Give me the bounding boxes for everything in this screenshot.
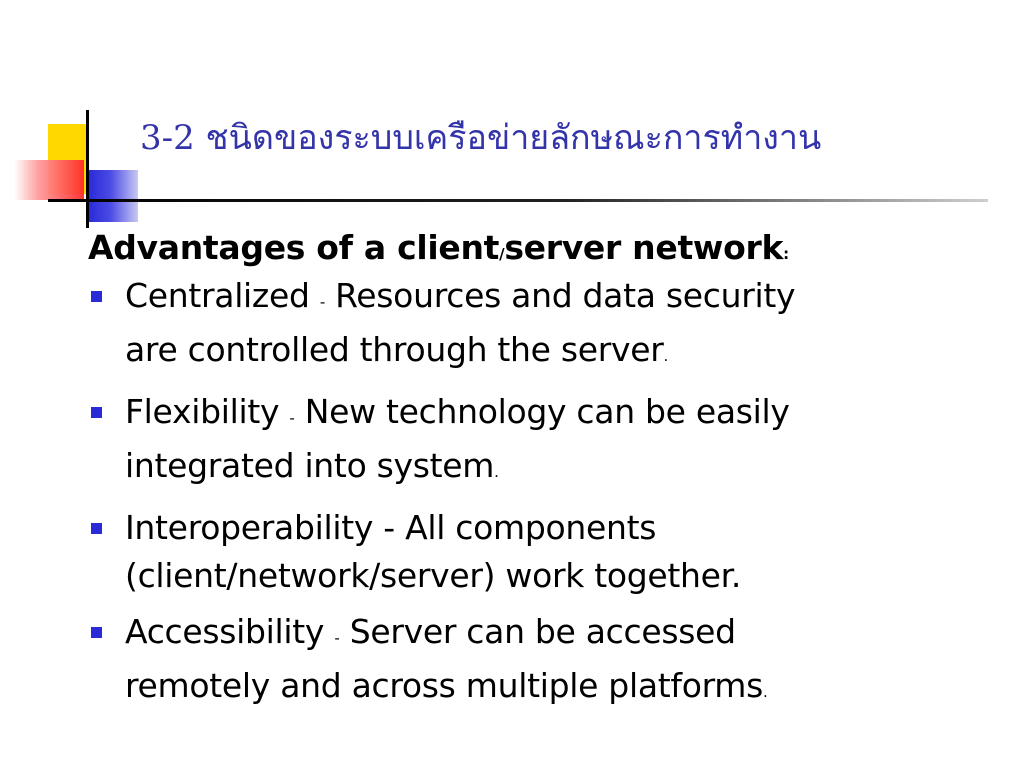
title-underline [48,199,988,202]
bullet-term: Centralized [125,275,310,315]
bullet-dash: - [334,628,340,647]
square-bullet-icon [91,290,102,302]
bullet-line-2: are controlled through the server. [125,326,988,380]
bullet-text: Server can be accessed [349,611,736,651]
bullet-dash: - [289,408,295,427]
bullet-term: Flexibility [125,391,280,431]
bullet-text: New technology can be easily [304,391,790,431]
bullet-line-2: (client/network/server) work together. [125,552,988,600]
bullet-term: Accessibility [125,611,325,651]
slide-title: 3-2 ชนิดของระบบเครือข่ายลักษณะการทำงาน [140,118,822,158]
square-bullet-icon [91,406,102,418]
list-item: Accessibility - Server can be accessed r… [88,608,988,716]
list-item: Flexibility - New technology can be easi… [88,388,988,496]
bullet-text-continued: are controlled through the server [125,329,664,369]
heading-part2: server network [504,228,784,267]
bullet-period: . [494,462,499,481]
bullet-line-1: Centralized - Resources and data securit… [125,272,988,326]
bullet-line-2: integrated into system. [125,442,988,496]
content-heading: Advantages of a client/server network: [88,228,988,268]
heading-slash: / [499,245,505,263]
heading-part1: Advantages of a client [88,228,500,267]
bullet-line-1: Interoperability - All components [125,504,988,552]
bullet-period: . [663,346,669,365]
bullet-list: Centralized - Resources and data securit… [88,272,988,716]
bullet-line-1: Accessibility - Server can be accessed [125,608,988,662]
decor-blue-square [88,170,138,222]
bullet-text: Resources and data security [335,275,796,315]
bullet-text-continued: integrated into system [125,445,495,485]
bullet-term: Interoperability - All components [125,507,657,547]
bullet-text-continued: remotely and across multiple platforms [125,665,764,705]
bullet-dash: - [319,292,325,311]
bullet-period: . [763,682,768,701]
square-bullet-icon [91,522,102,534]
list-item: Centralized - Resources and data securit… [88,272,988,380]
slide-content: Advantages of a client/server network: C… [88,228,988,724]
list-item: Interoperability - All components (clien… [88,504,988,600]
square-bullet-icon [91,626,102,638]
decor-vertical-line [86,110,89,228]
bullet-line-1: Flexibility - New technology can be easi… [125,388,988,442]
bullet-line-2: remotely and across multiple platforms. [125,662,988,716]
bullet-text-continued: (client/network/server) work together. [125,555,742,595]
decor-red-bar [14,160,84,200]
heading-colon: : [783,245,789,263]
